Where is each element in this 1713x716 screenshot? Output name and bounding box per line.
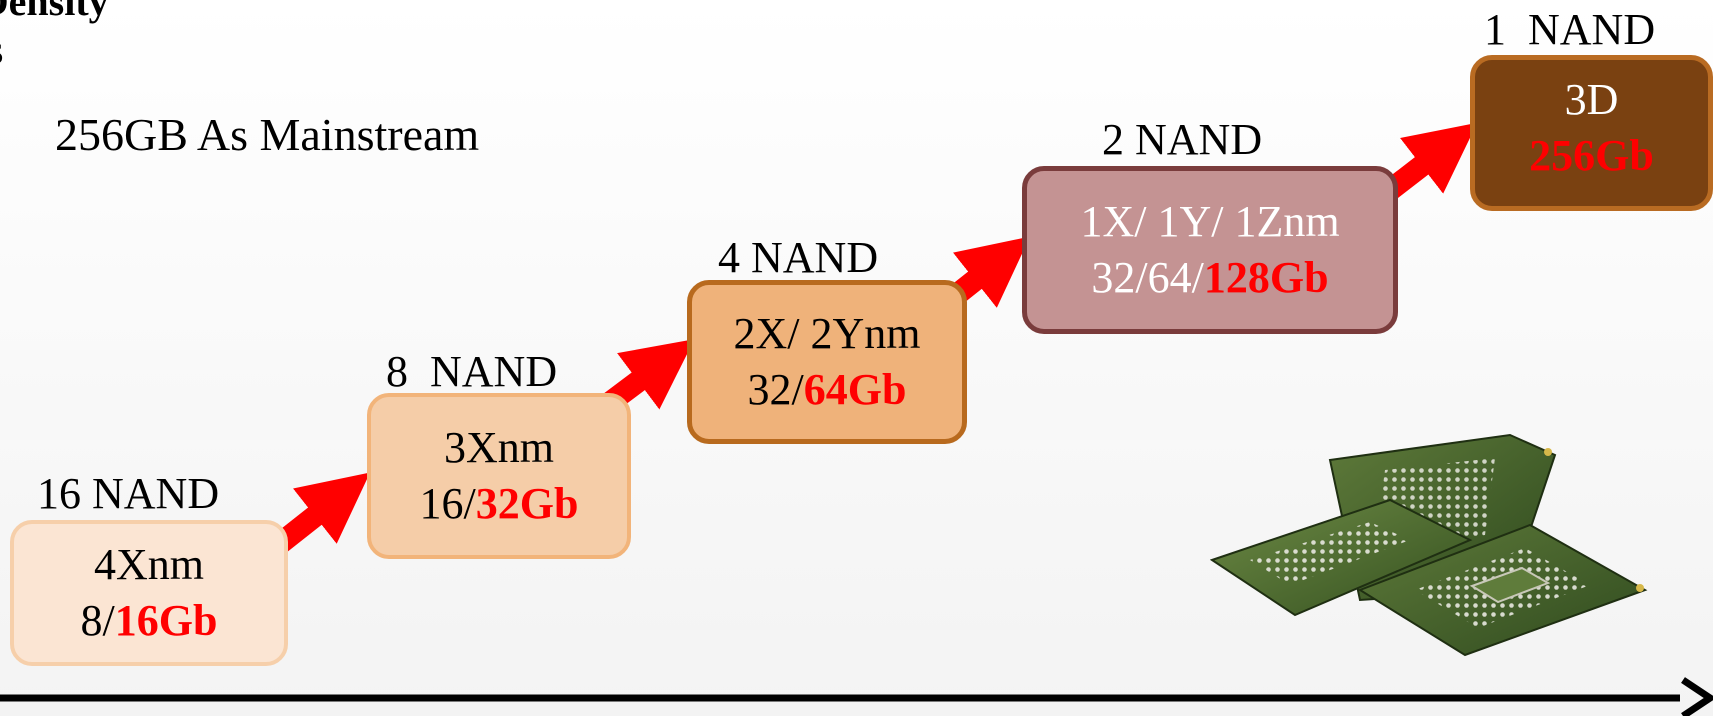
node-label: 2X/ 2Ynm <box>733 309 921 358</box>
density-label: 32/64Gb <box>692 362 962 418</box>
density-prefix: 32/ <box>747 365 804 414</box>
density-label: 16/32Gb <box>371 476 627 532</box>
step-count-4: 4 NAND <box>718 233 879 282</box>
step-count-2: 2 NAND <box>1102 115 1263 164</box>
density-label: 32/64/128Gb <box>1027 250 1393 306</box>
density-label: 8/16Gb <box>14 593 284 649</box>
density-highlight: 128Gb <box>1203 253 1329 302</box>
timeline-arrow-icon <box>1681 677 1713 716</box>
node-label: 1X/ 1Y/ 1Znm <box>1080 197 1340 246</box>
step-count-16: 16 NAND <box>37 469 220 518</box>
slide-title: e Density <box>0 0 109 24</box>
density-highlight: 16Gb <box>114 596 218 645</box>
node-box-1x-1y-1znm: 1X/ 1Y/ 1Znm 32/64/128Gb <box>1022 166 1398 334</box>
node-box-2x-2ynm: 2X/ 2Ynm 32/64Gb <box>687 280 967 444</box>
density-label: 256Gb <box>1475 128 1708 184</box>
node-box-4xnm: 4Xnm 8/16Gb <box>10 520 288 666</box>
nand-chip-illustration <box>1210 433 1648 657</box>
node-label: 3D <box>1564 75 1619 124</box>
node-box-3d: 3D 256Gb <box>1470 55 1713 211</box>
node-label: 3Xnm <box>444 423 554 472</box>
density-highlight: 256Gb <box>1529 131 1654 180</box>
step-count-8: 8 NAND <box>386 347 558 396</box>
density-highlight: 32Gb <box>475 479 579 528</box>
density-prefix: 8/ <box>80 596 115 645</box>
density-prefix: 32/64/ <box>1091 253 1204 302</box>
density-highlight: 64Gb <box>803 365 907 414</box>
slide-title-fragment: s <box>0 26 4 73</box>
step-count-1: 1 NAND <box>1484 5 1656 54</box>
slide-subtitle: 256GB As Mainstream <box>55 109 480 160</box>
density-prefix: 16/ <box>419 479 476 528</box>
node-box-3xnm: 3Xnm 16/32Gb <box>367 393 631 559</box>
node-label: 4Xnm <box>94 540 204 589</box>
